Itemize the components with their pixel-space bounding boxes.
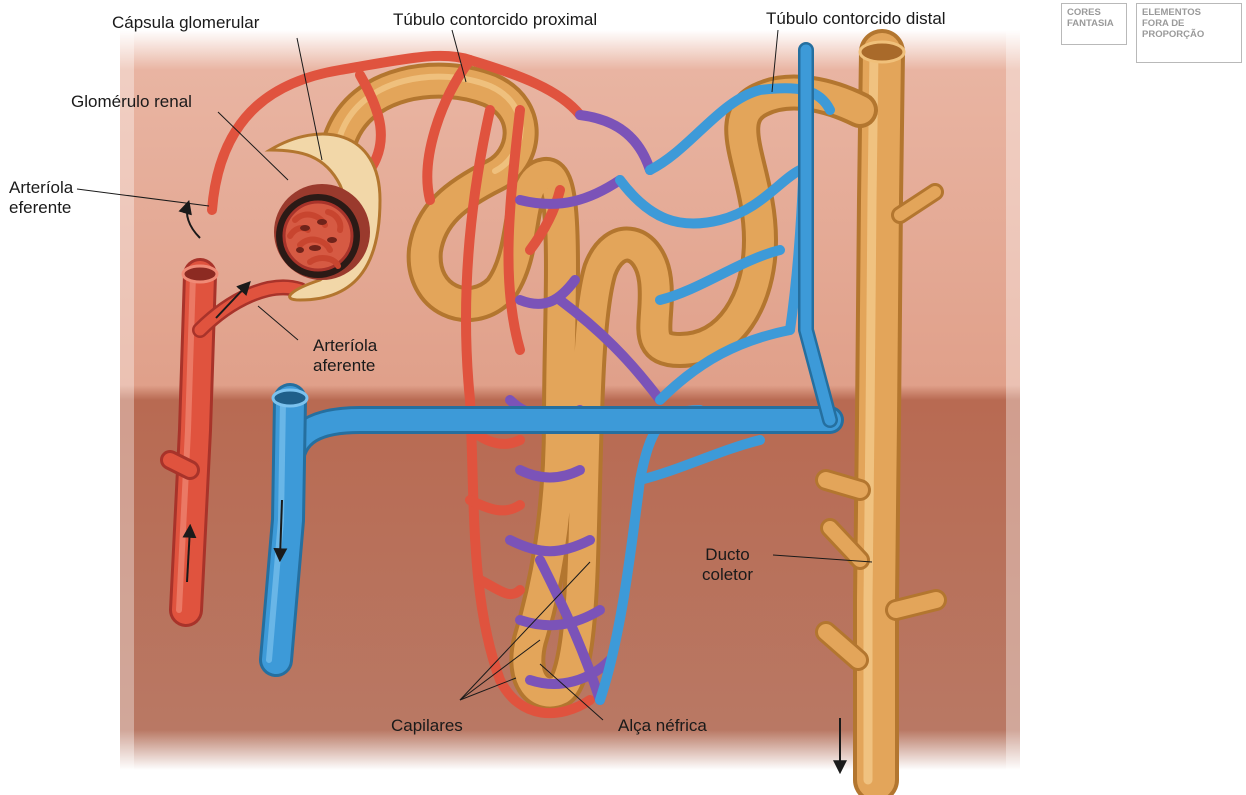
label-ducto-coletor-line2: coletor [702,565,753,585]
badge-elementos-line2: FORA DE [1142,18,1236,29]
vein-opening [273,390,307,406]
label-arteriola-eferente-line2: eferente [9,198,73,218]
badge-cores-fantasia-line2: FANTASIA [1067,18,1121,29]
label-alca-nefrica: Alça néfrica [618,716,707,736]
label-arteriola-aferente-line2: aferente [313,356,377,376]
label-glomerulo-renal: Glomérulo renal [71,92,192,112]
label-capsula-glomerular: Cápsula glomerular [112,13,259,33]
label-ducto-coletor-line1: Ducto [702,545,753,565]
glomerulus-tuft [284,202,352,270]
label-arteriola-eferente-line1: Arteríola [9,178,73,198]
badge-cores-fantasia: CORES FANTASIA [1061,3,1127,45]
label-tubulo-proximal: Túbulo contorcido proximal [393,10,597,30]
label-capilares: Capilares [391,716,463,736]
artery-opening [183,266,217,282]
tissue-fade-right [1006,30,1020,770]
label-ducto-coletor: Ducto coletor [702,545,753,585]
label-arteriola-aferente-line1: Arteríola [313,336,377,356]
label-tubulo-distal: Túbulo contorcido distal [766,9,946,29]
badge-elementos-line1: ELEMENTOS [1142,7,1236,18]
collecting-duct-opening [860,42,904,62]
badge-elementos-fora-proporcao: ELEMENTOS FORA DE PROPORÇÃO [1136,3,1242,63]
label-arteriola-eferente: Arteríola eferente [9,178,73,218]
badge-elementos-line3: PROPORÇÃO [1142,29,1236,40]
tissue-fade-left [120,30,134,770]
badge-cores-fantasia-line1: CORES [1067,7,1121,18]
label-arteriola-aferente: Arteríola aferente [313,336,377,376]
